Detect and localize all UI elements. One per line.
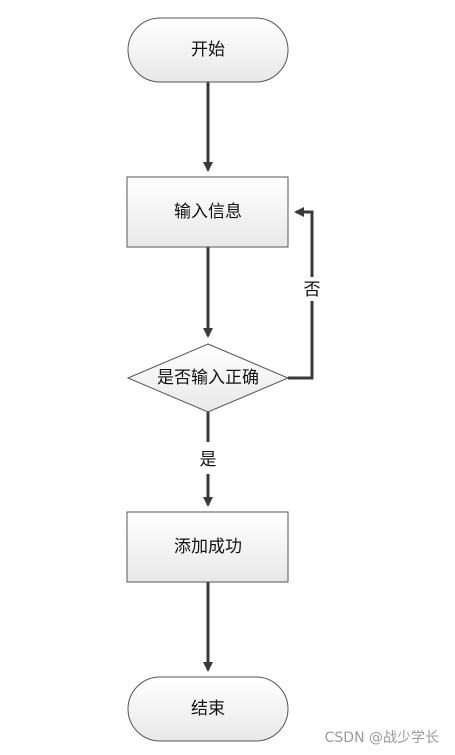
add-success-node-label: 添加成功 — [174, 537, 242, 557]
end-node-label: 结束 — [191, 699, 225, 719]
input-info-node: 输入信息 — [126, 176, 289, 248]
watermark-text: CSDN @战少学长 — [324, 730, 439, 746]
add-success-node: 添加成功 — [126, 511, 289, 583]
start-node-label: 开始 — [191, 40, 225, 60]
edge-label-no: 否 — [304, 280, 321, 300]
end-node: 结束 — [127, 676, 289, 742]
input-info-node-label: 输入信息 — [174, 202, 242, 222]
check-input-decision: 是否输入正确 — [126, 343, 290, 413]
edge-label-yes: 是 — [200, 450, 217, 470]
start-node: 开始 — [127, 17, 289, 83]
check-input-decision-label: 是否输入正确 — [157, 368, 259, 388]
